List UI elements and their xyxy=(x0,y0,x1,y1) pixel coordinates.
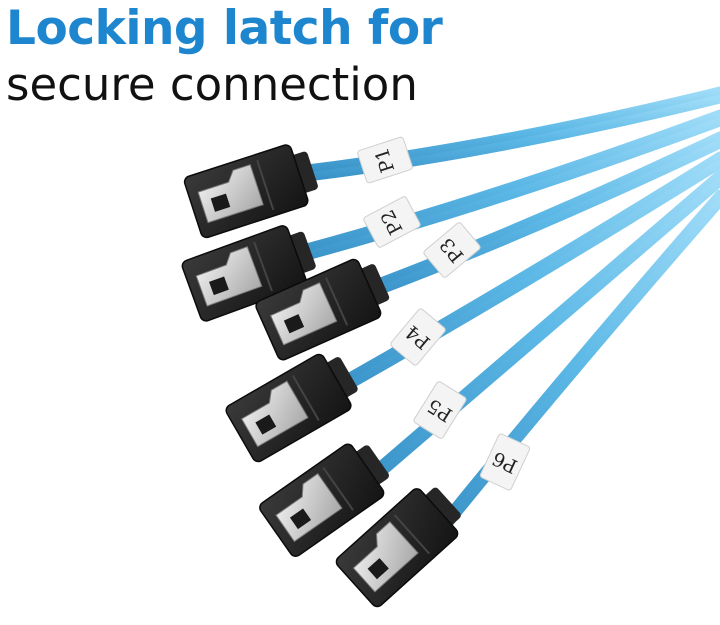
sata-cable-strand xyxy=(357,139,720,302)
sata-cable-strand xyxy=(360,169,720,484)
sata-cable-strand xyxy=(327,151,720,392)
latch-slot xyxy=(210,193,231,212)
latch-slot xyxy=(289,508,312,530)
headline-accent: Locking latch for xyxy=(6,1,443,56)
latch-slot xyxy=(283,314,305,334)
housing-ridge xyxy=(256,160,275,211)
sata-cable-strand xyxy=(285,94,720,184)
sata-cable-strand xyxy=(360,177,720,492)
sata-connector xyxy=(181,225,316,322)
locking-latch xyxy=(352,521,419,593)
sata-cable-strand xyxy=(327,159,720,400)
cable-label-tag: P6 xyxy=(479,433,531,491)
headline-subtitle: secure connection xyxy=(6,58,418,111)
sata-cable-strand xyxy=(283,117,720,266)
sata-cable-strand xyxy=(285,86,720,176)
sata-connector xyxy=(255,258,390,361)
locking-latch xyxy=(241,380,309,448)
sata-cable-strand xyxy=(283,109,720,258)
label-tag-background xyxy=(479,433,531,491)
cable-label-tag: P5 xyxy=(413,381,467,439)
housing-ridge xyxy=(322,466,354,511)
label-tag-background xyxy=(363,196,421,248)
latch-slot xyxy=(209,276,229,296)
label-tag-background xyxy=(413,381,467,439)
sata-connector xyxy=(335,487,461,608)
housing-ridge xyxy=(393,514,431,555)
locking-latch xyxy=(275,473,343,543)
label-tag-background xyxy=(357,136,413,184)
sata-connector xyxy=(183,144,318,239)
cable-label-tag: P4 xyxy=(390,308,446,366)
sata-cable-strand xyxy=(435,197,720,539)
label-tag-background xyxy=(423,222,481,278)
latch-slot xyxy=(367,558,389,580)
sata-cable-strand xyxy=(435,189,720,531)
latch-slot xyxy=(255,414,277,435)
sata-cable-strand xyxy=(357,131,720,294)
locking-latch xyxy=(269,282,338,346)
label-tag-background xyxy=(390,308,446,366)
cable-label-tag: P1 xyxy=(357,136,413,184)
housing-ridge xyxy=(325,277,349,326)
housing-ridge xyxy=(253,241,273,292)
sata-connector xyxy=(225,353,358,463)
cable-label-tag: P2 xyxy=(363,196,421,248)
cable-label-tag: P3 xyxy=(423,222,481,278)
housing-ridge xyxy=(291,374,320,422)
sata-connector xyxy=(259,443,389,558)
